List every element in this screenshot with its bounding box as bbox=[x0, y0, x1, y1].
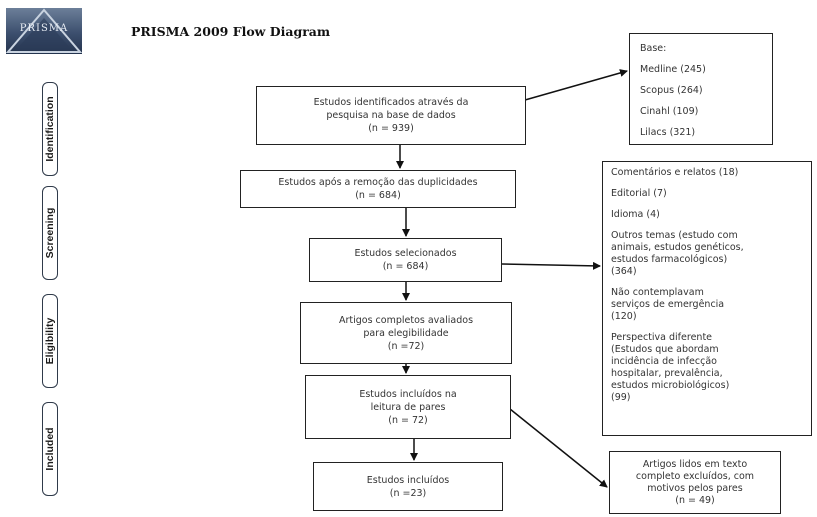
phase-identification: Identification bbox=[42, 82, 58, 176]
exclusion-perspective-line3: incidência de infecção bbox=[611, 356, 717, 367]
exclusion-other-topics-count: (364) bbox=[611, 266, 637, 277]
exclusion-comments: Comentários e relatos (18) bbox=[611, 167, 739, 178]
included-line1: Estudos incluídos bbox=[366, 474, 450, 486]
exclusion-perspective-count: (99) bbox=[611, 392, 631, 403]
eligibility-count: (n =72) bbox=[387, 340, 425, 352]
database-scopus: Scopus (264) bbox=[640, 85, 703, 96]
box-identified-records: Estudos identificados através da pesquis… bbox=[256, 86, 526, 145]
selected-line1: Estudos selecionados bbox=[354, 248, 457, 259]
identified-count: (n = 939) bbox=[368, 123, 414, 134]
exclusion-editorial: Editorial (7) bbox=[611, 188, 667, 199]
arrow-pair-reading-to-full-text-excluded bbox=[509, 408, 608, 488]
logo-text: PRISMA bbox=[19, 23, 69, 34]
box-included-studies: Estudos incluídos (n =23) bbox=[313, 462, 503, 511]
exclusion-perspective-line4: hospitalar, prevalência, bbox=[611, 368, 723, 379]
databases-header: Base: bbox=[640, 43, 667, 54]
arrow-selected-to-exclusions bbox=[501, 261, 601, 270]
phase-screening: Screening bbox=[42, 186, 58, 280]
box-pair-reading: Estudos incluídos na leitura de pares (n… bbox=[305, 375, 511, 439]
phase-eligibility: Eligibility bbox=[42, 294, 58, 388]
box-eligibility: Artigos completos avaliados para elegibi… bbox=[300, 302, 512, 364]
database-medline: Medline (245) bbox=[640, 64, 706, 75]
box-databases: Base: Medline (245) Scopus (264) Cinahl … bbox=[629, 33, 773, 145]
exclusion-perspective-line1: Perspectiva diferente bbox=[611, 332, 713, 343]
exclusion-perspective-line2: (Estudos que abordam bbox=[611, 344, 719, 355]
after-dupes-count: (n = 684) bbox=[355, 190, 401, 201]
logo-triangle-graphic bbox=[6, 8, 82, 53]
exclusion-emergency-line1: Não contemplavam bbox=[611, 287, 704, 298]
identified-line1: Estudos identificados através da bbox=[313, 97, 469, 108]
full-text-excluded-count: (n = 49) bbox=[675, 494, 715, 506]
arrow-identified-to-databases bbox=[524, 69, 628, 101]
diagram-title: PRISMA 2009 Flow Diagram bbox=[131, 24, 331, 39]
pair-reading-count: (n = 72) bbox=[388, 414, 428, 426]
phase-included: Included bbox=[42, 402, 58, 496]
included-count: (n =23) bbox=[389, 487, 427, 499]
full-text-excluded-line3: motivos pelos pares bbox=[647, 482, 743, 494]
eligibility-line2: para elegibilidade bbox=[363, 327, 449, 339]
prisma-logo: PRISMA bbox=[6, 8, 82, 54]
exclusion-other-topics-line1: Outros temas (estudo com bbox=[611, 230, 738, 241]
eligibility-line1: Artigos completos avaliados bbox=[338, 314, 474, 326]
box-selected-studies: Estudos selecionados (n = 684) bbox=[309, 238, 502, 282]
box-after-duplicates: Estudos após a remoção das duplicidades … bbox=[240, 170, 516, 208]
pair-reading-line1: Estudos incluídos na bbox=[359, 388, 457, 400]
after-dupes-line1: Estudos após a remoção das duplicidades bbox=[278, 177, 478, 188]
full-text-excluded-line1: Artigos lidos em texto bbox=[642, 458, 748, 470]
exclusion-emergency-count: (120) bbox=[611, 311, 637, 322]
exclusion-perspective-line5: estudos microbiológicos) bbox=[611, 380, 730, 391]
selected-count: (n = 684) bbox=[382, 261, 429, 272]
box-exclusion-reasons: Comentários e relatos (18) Editorial (7)… bbox=[602, 161, 812, 436]
full-text-excluded-line2: completo excluídos, com bbox=[635, 470, 755, 482]
box-full-text-excluded: Artigos lidos em texto completo excluído… bbox=[609, 451, 781, 514]
pair-reading-line2: leitura de pares bbox=[370, 401, 446, 413]
identified-line2: pesquisa na base de dados bbox=[326, 110, 456, 121]
database-lilacs: Lilacs (321) bbox=[640, 127, 696, 138]
exclusion-other-topics-line3: estudos farmacológicos) bbox=[611, 254, 728, 265]
exclusion-emergency-line2: serviços de emergência bbox=[611, 299, 725, 310]
database-cinahl: Cinahl (109) bbox=[640, 106, 699, 117]
exclusion-other-topics-line2: animais, estudos genéticos, bbox=[611, 242, 744, 253]
exclusion-language: Idioma (4) bbox=[611, 209, 660, 220]
